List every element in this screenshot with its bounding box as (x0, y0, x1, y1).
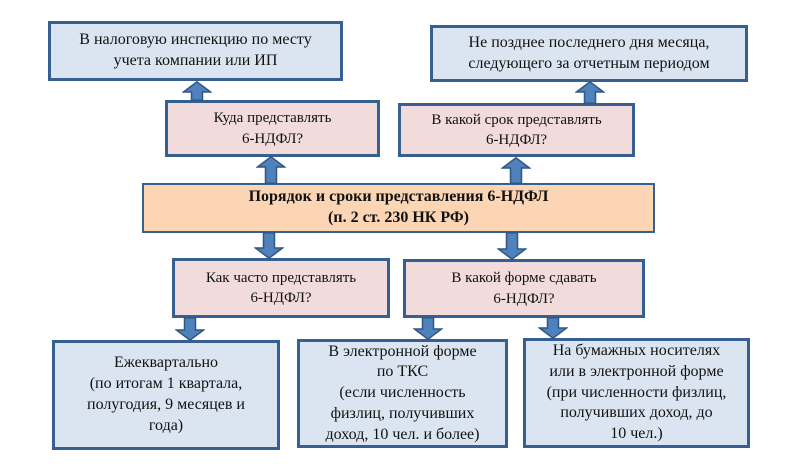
answer-box-electronic-format: В электронной форме по ТКС (если численн… (297, 339, 508, 448)
arrow-up-icon (182, 81, 212, 101)
question-box-where-label: Куда представлять 6-НДФЛ? (213, 110, 332, 147)
question-box-frequency-label: Как часто представлять 6-НДФЛ? (205, 269, 357, 306)
arrow-up-icon (501, 157, 531, 184)
question-box-deadline-label: В какой срок представлять 6-НДФЛ? (431, 111, 602, 148)
answer-box-electronic-format-label: В электронной форме по ТКС (если численн… (325, 342, 480, 443)
question-box-format-label: В какой форме сдавать 6-НДФЛ? (451, 270, 597, 307)
main-topic-label: Порядок и сроки представления 6-НДФЛ (п.… (248, 188, 549, 226)
arrow-down-icon (254, 232, 284, 259)
answer-box-frequency: Ежеквартально (по итогам 1 квартала, пол… (52, 340, 280, 450)
answer-box-frequency-label: Ежеквартально (по итогам 1 квартала, пол… (87, 354, 245, 434)
arrow-down-icon (175, 317, 205, 341)
answer-box-deadline-label: Не позднее последнего дня месяца, следую… (468, 33, 710, 72)
arrow-up-icon (575, 81, 605, 104)
question-box-format: В какой форме сдавать 6-НДФЛ? (403, 259, 645, 318)
answer-box-paper-format: На бумажных носителях или в электронной … (523, 338, 750, 448)
answer-box-deadline: Не позднее последнего дня месяца, следую… (430, 25, 748, 82)
arrow-down-icon (538, 317, 568, 339)
answer-box-where: В налоговую инспекцию по месту учета ком… (48, 21, 343, 81)
arrow-down-icon (497, 232, 527, 260)
question-box-deadline: В какой срок представлять 6-НДФЛ? (398, 103, 635, 157)
answer-box-where-label: В налоговую инспекцию по месту учета ком… (79, 31, 312, 69)
arrow-down-icon (413, 317, 443, 340)
question-box-frequency: Как часто представлять 6-НДФЛ? (172, 258, 390, 318)
arrow-up-icon (256, 156, 286, 184)
question-box-where: Куда представлять 6-НДФЛ? (165, 100, 380, 157)
answer-box-paper-format-label: На бумажных носителях или в электронной … (546, 342, 727, 443)
main-topic-box: Порядок и сроки представления 6-НДФЛ (п.… (142, 183, 655, 233)
